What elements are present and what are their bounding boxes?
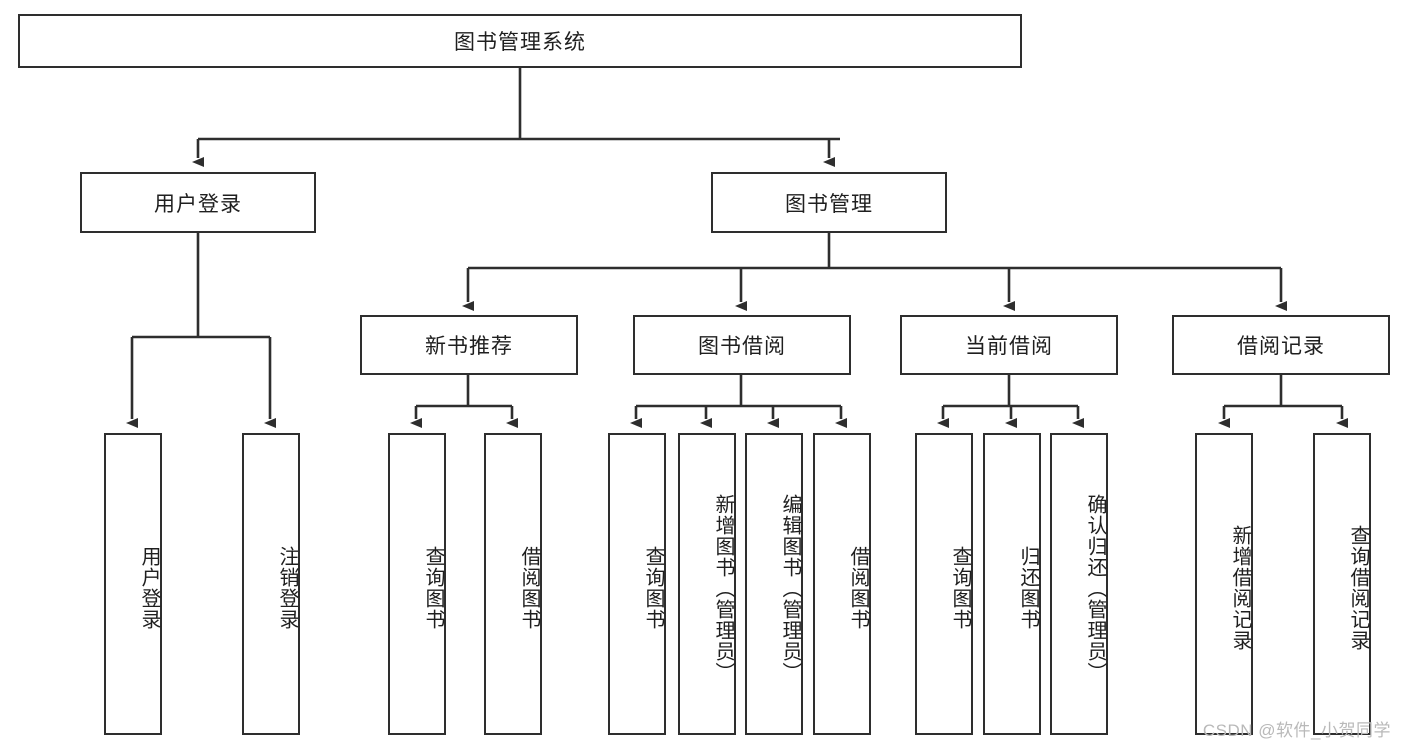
- leaf-borrow-edit-book-label: 编辑图书（管理员）: [779, 493, 801, 683]
- leaf-current-return-book-label: 归还图书: [1017, 546, 1039, 630]
- leaf-current-confirm-return[interactable]: 确认归还（管理员）: [1050, 433, 1108, 735]
- leaf-borrow-add-book-label: 新增图书（管理员）: [712, 493, 734, 683]
- leaf-borrow-borrow-book-label: 借阅图书: [847, 546, 869, 630]
- leaf-recommend-query-book-label: 查询图书: [422, 546, 444, 630]
- leaf-borrow-add-book[interactable]: 新增图书（管理员）: [678, 433, 736, 735]
- leaf-user-login-label: 用户登录: [138, 546, 160, 630]
- leaf-current-query-book[interactable]: 查询图书: [915, 433, 973, 735]
- node-user-login-label: 用户登录: [154, 192, 242, 216]
- leaf-recommend-borrow-book[interactable]: 借阅图书: [484, 433, 542, 735]
- leaf-current-confirm-return-label: 确认归还（管理员）: [1084, 493, 1106, 683]
- node-borrow-record[interactable]: 借阅记录: [1172, 315, 1390, 375]
- leaf-borrow-edit-book[interactable]: 编辑图书（管理员）: [745, 433, 803, 735]
- leaf-user-login[interactable]: 用户登录: [104, 433, 162, 735]
- leaf-borrow-query-book-label: 查询图书: [642, 546, 664, 630]
- leaf-record-add-label: 新增借阅记录: [1229, 525, 1251, 651]
- node-current-borrow-label: 当前借阅: [965, 335, 1053, 358]
- node-user-login[interactable]: 用户登录: [80, 172, 316, 233]
- node-book-management[interactable]: 图书管理: [711, 172, 947, 233]
- leaf-record-add[interactable]: 新增借阅记录: [1195, 433, 1253, 735]
- leaf-recommend-query-book[interactable]: 查询图书: [388, 433, 446, 735]
- node-borrow-record-label: 借阅记录: [1237, 335, 1325, 358]
- node-root[interactable]: 图书管理系统: [18, 14, 1022, 68]
- leaf-logout[interactable]: 注销登录: [242, 433, 300, 735]
- node-book-borrow-label: 图书借阅: [698, 335, 786, 358]
- leaf-current-query-book-label: 查询图书: [949, 546, 971, 630]
- node-book-borrow[interactable]: 图书借阅: [633, 315, 851, 375]
- leaf-recommend-borrow-book-label: 借阅图书: [518, 546, 540, 630]
- leaf-borrow-query-book[interactable]: 查询图书: [608, 433, 666, 735]
- leaf-logout-label: 注销登录: [276, 546, 298, 630]
- leaf-borrow-borrow-book[interactable]: 借阅图书: [813, 433, 871, 735]
- leaf-current-return-book[interactable]: 归还图书: [983, 433, 1041, 735]
- leaf-record-query-label: 查询借阅记录: [1347, 525, 1369, 651]
- node-book-management-label: 图书管理: [785, 192, 873, 216]
- node-new-book-recommend[interactable]: 新书推荐: [360, 315, 578, 375]
- node-current-borrow[interactable]: 当前借阅: [900, 315, 1118, 375]
- node-root-label: 图书管理系统: [454, 31, 586, 54]
- leaf-record-query[interactable]: 查询借阅记录: [1313, 433, 1371, 735]
- node-new-book-recommend-label: 新书推荐: [425, 335, 513, 358]
- watermark: CSDN @软件_小贺同学: [1202, 721, 1391, 740]
